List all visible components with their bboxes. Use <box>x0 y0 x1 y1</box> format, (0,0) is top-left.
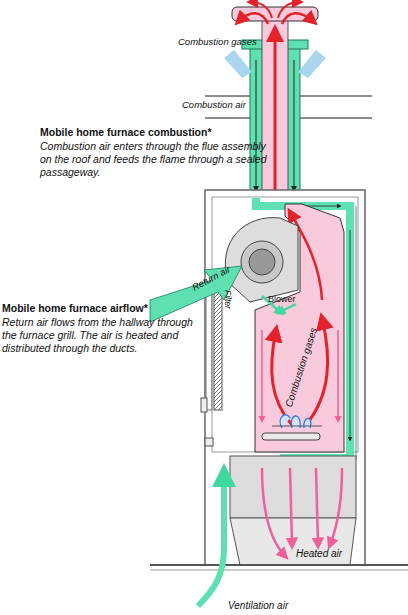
exhaust-arrow <box>278 2 300 18</box>
ventilation-arrow <box>198 475 224 606</box>
plenum <box>230 456 356 518</box>
blower-housing <box>225 218 298 302</box>
part-label: Blower <box>268 294 296 305</box>
callout-body: Combustion air enters through the flue a… <box>40 140 275 178</box>
combustion-arrow <box>272 330 292 425</box>
exhaust-arrow <box>274 30 277 190</box>
flow-label: Heated air <box>296 548 342 560</box>
air-arrow <box>298 50 326 78</box>
heated-air-arrow <box>337 330 339 420</box>
heated-air-arrow <box>290 468 292 545</box>
cabinet <box>205 190 365 565</box>
part-label: Filter <box>223 290 233 309</box>
callout-heading: Mobile home furnace airflow* <box>2 302 148 315</box>
flue-cap <box>232 7 318 21</box>
gas-valve <box>205 438 213 446</box>
filter <box>214 286 222 410</box>
cabinet-inner <box>212 197 358 452</box>
heated-air-arrow <box>262 468 285 556</box>
exhaust-arrow <box>238 13 268 24</box>
floor-line <box>150 564 408 566</box>
heated-air-arrow <box>316 468 318 545</box>
burner-grate <box>272 426 322 427</box>
grill <box>206 286 212 410</box>
blower-hub <box>249 249 275 275</box>
airflow-arrow <box>280 304 296 312</box>
control-knob <box>201 398 207 412</box>
intake-arrow <box>350 230 351 440</box>
callout-body: Return air flows from the hallway throug… <box>2 316 207 354</box>
intake-arrow <box>256 60 257 190</box>
callout-heading: Mobile home furnace combustion* <box>40 126 212 139</box>
flow-label: Combustion air <box>182 99 246 111</box>
flow-label: Ventilation air <box>228 600 288 612</box>
exhaust-arrow <box>282 13 314 24</box>
passage-edge <box>356 206 357 460</box>
air-arrow <box>224 50 252 78</box>
flow-label: Combustion gases <box>178 36 257 48</box>
blower-wheel <box>241 241 283 283</box>
floor-line <box>150 570 408 571</box>
burner-tube <box>262 433 320 440</box>
heated-air-arrow <box>261 330 263 420</box>
intake-arrow <box>294 60 295 190</box>
exhaust-arrow <box>250 2 272 18</box>
heated-air-arrow <box>330 468 342 545</box>
inner-flue <box>262 20 288 206</box>
